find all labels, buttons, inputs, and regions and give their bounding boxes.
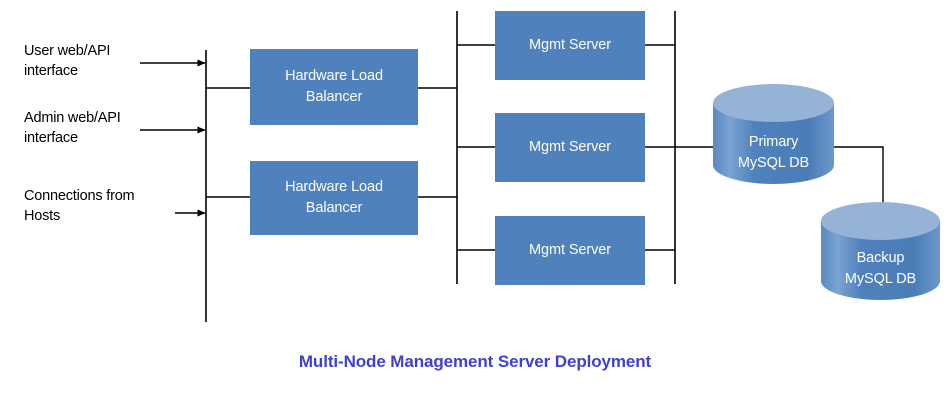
hardware-load-balancer-1[interactable]: Hardware Load Balancer — [250, 49, 418, 125]
hardware-load-balancer-2-label: Hardware Load Balancer — [285, 179, 383, 216]
backup-db-cylinder[interactable]: Backup MySQL DB — [821, 202, 940, 300]
primary-db-label: Primary MySQL DB — [737, 134, 810, 171]
hardware-load-balancer-2[interactable]: Hardware Load Balancer — [250, 161, 418, 235]
page-title: Multi-Node Management Server Deployment — [298, 352, 652, 371]
mgmt-server-3[interactable]: Mgmt Server — [495, 216, 645, 285]
mgmt-server-1-label: Mgmt Server — [529, 37, 611, 53]
hardware-load-balancer-1-label: Hardware Load Balancer — [285, 68, 383, 105]
input-label-user-interface: User web/API interface — [24, 43, 111, 79]
mgmt-server-2-label: Mgmt Server — [529, 139, 611, 155]
mgmt-server-2[interactable]: Mgmt Server — [495, 113, 645, 182]
mgmt-server-1[interactable]: Mgmt Server — [495, 11, 645, 80]
input-label-host-connections: Connections from Hosts — [24, 188, 135, 224]
input-label-admin-interface: Admin web/API interface — [24, 110, 121, 146]
mgmt-server-3-label: Mgmt Server — [529, 242, 611, 258]
primary-db-cylinder[interactable]: Primary MySQL DB — [713, 84, 834, 184]
backup-db-label: Backup MySQL DB — [844, 250, 917, 287]
